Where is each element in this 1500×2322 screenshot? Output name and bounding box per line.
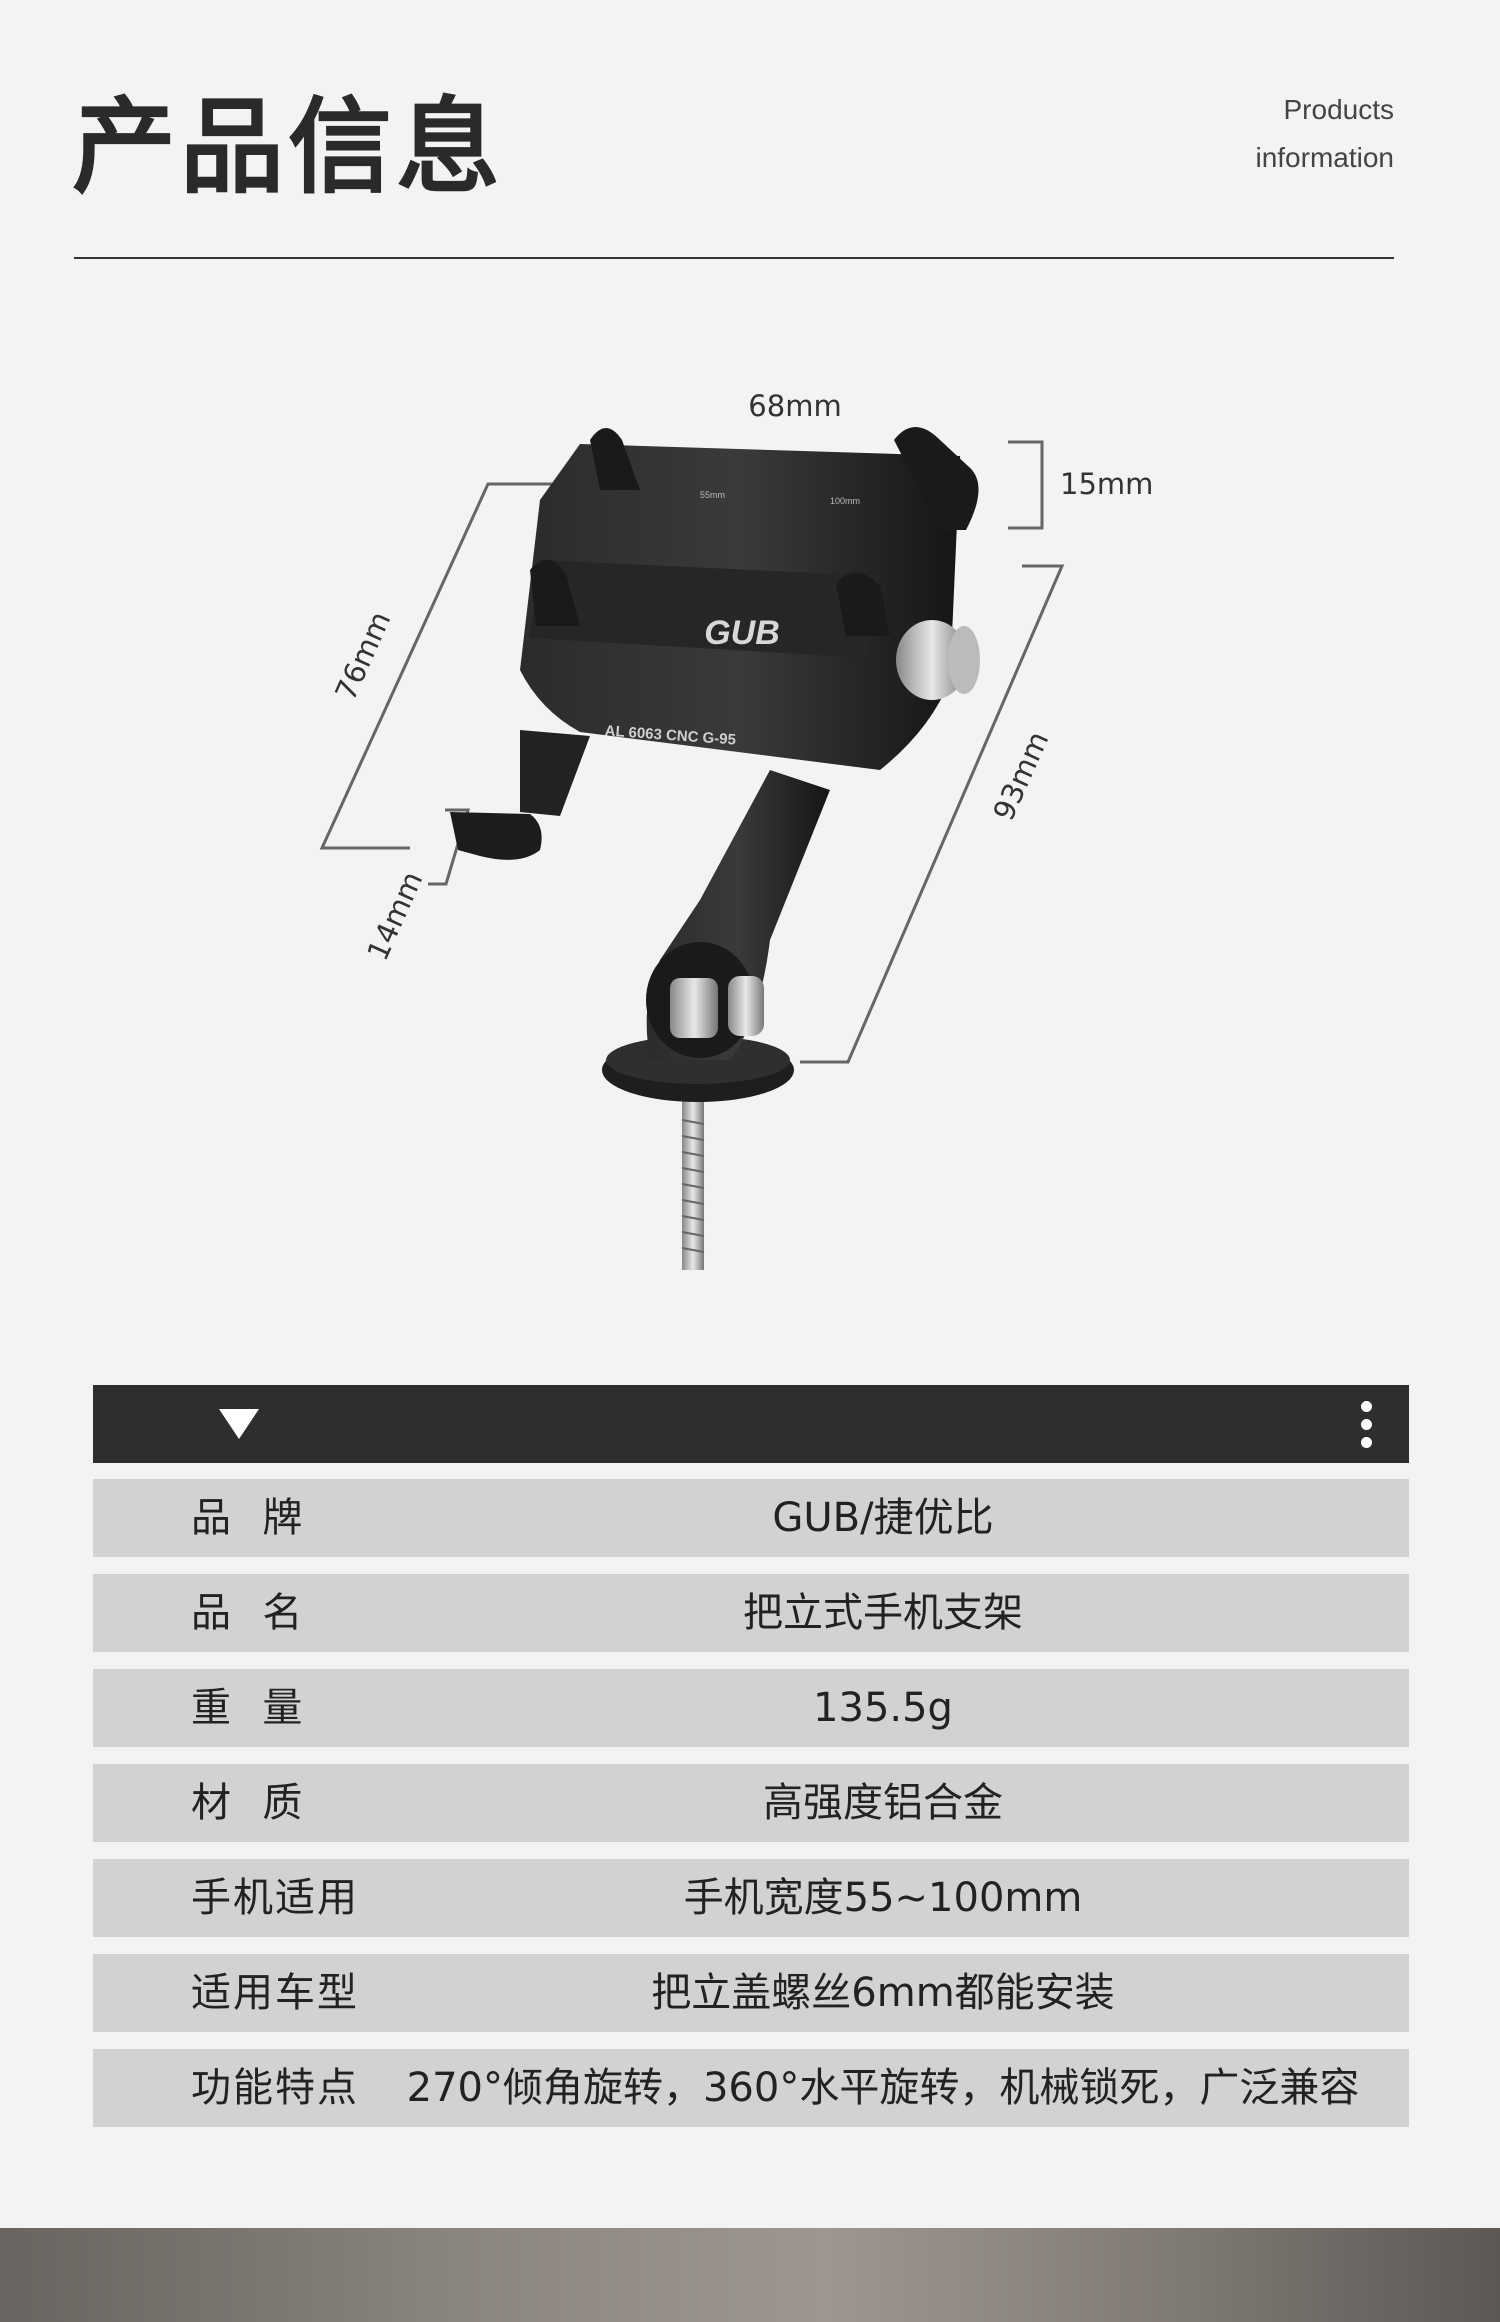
title-english-line1: Products <box>1283 94 1395 125</box>
dim-height-label: 76mm <box>328 606 397 705</box>
phone-holder-illustration: 68mm 15mm 76mm 93mm 14mm <box>319 389 1153 1270</box>
hinge-bolt <box>670 978 718 1038</box>
spec-table-header <box>93 1385 1409 1463</box>
spec-value: 高强度铝合金 <box>763 1780 1003 1826</box>
spec-key: 适用车型 <box>191 1970 359 2016</box>
spec-key: 手机适用 <box>191 1875 359 1921</box>
spec-row: 适用车型 把立盖螺丝6mm都能安装 <box>93 1954 1409 2032</box>
lock-knob <box>896 620 968 700</box>
triangle-down-icon <box>219 1409 259 1439</box>
dim-lip-label: 14mm <box>360 866 429 965</box>
clamp-side-right <box>836 572 890 636</box>
dimension-lines <box>319 440 1065 1064</box>
page-title: 产品信息 <box>72 86 505 208</box>
spec-row: 手机适用 手机宽度55~100mm <box>93 1859 1409 1937</box>
spec-value: GUB/捷优比 <box>772 1495 994 1541</box>
product-figure: 68mm 15mm 76mm 93mm 14mm <box>0 380 1500 1320</box>
more-vertical-icon <box>1361 1401 1373 1449</box>
spec-row: 功能特点 270°倾角旋转，360°水平旋转，机械锁死，广泛兼容 <box>93 2049 1409 2127</box>
clamp-top-right <box>894 427 979 530</box>
spec-value: 270°倾角旋转，360°水平旋转，机械锁死，广泛兼容 <box>406 2065 1360 2111</box>
title-english: Products information <box>1255 86 1394 182</box>
scale-min: 55mm <box>700 490 725 500</box>
spec-value: 把立盖螺丝6mm都能安装 <box>651 1970 1115 2016</box>
spec-row: 重 量 135.5g <box>93 1669 1409 1747</box>
scale-max: 100mm <box>830 496 860 506</box>
clamp-side-left <box>530 559 580 626</box>
spec-key: 重 量 <box>191 1685 305 1731</box>
clamp-top-left <box>590 428 640 490</box>
spec-value: 手机宽度55~100mm <box>683 1875 1083 1921</box>
brand-logo: GUB <box>704 614 780 652</box>
spec-key: 功能特点 <box>191 2065 359 2111</box>
dim-depth-label: 15mm <box>1060 467 1153 501</box>
bottom-photo-strip <box>0 2228 1500 2322</box>
spec-key: 品 名 <box>191 1590 305 1636</box>
spec-row: 品 牌 GUB/捷优比 <box>93 1479 1409 1557</box>
title-english-line2: information <box>1255 142 1394 173</box>
screw-thread <box>681 1119 705 1253</box>
spec-row: 品 名 把立式手机支架 <box>93 1574 1409 1652</box>
spec-value: 135.5g <box>813 1685 953 1731</box>
spec-key: 品 牌 <box>191 1495 305 1541</box>
title-divider <box>74 257 1394 259</box>
clamp-bottom-lip <box>450 812 542 860</box>
spec-key: 材 质 <box>191 1780 305 1826</box>
spec-row: 材 质 高强度铝合金 <box>93 1764 1409 1842</box>
dim-width-label: 68mm <box>748 389 841 423</box>
spec-value: 把立式手机支架 <box>743 1590 1023 1636</box>
dim-arm-label: 93mm <box>986 726 1055 825</box>
